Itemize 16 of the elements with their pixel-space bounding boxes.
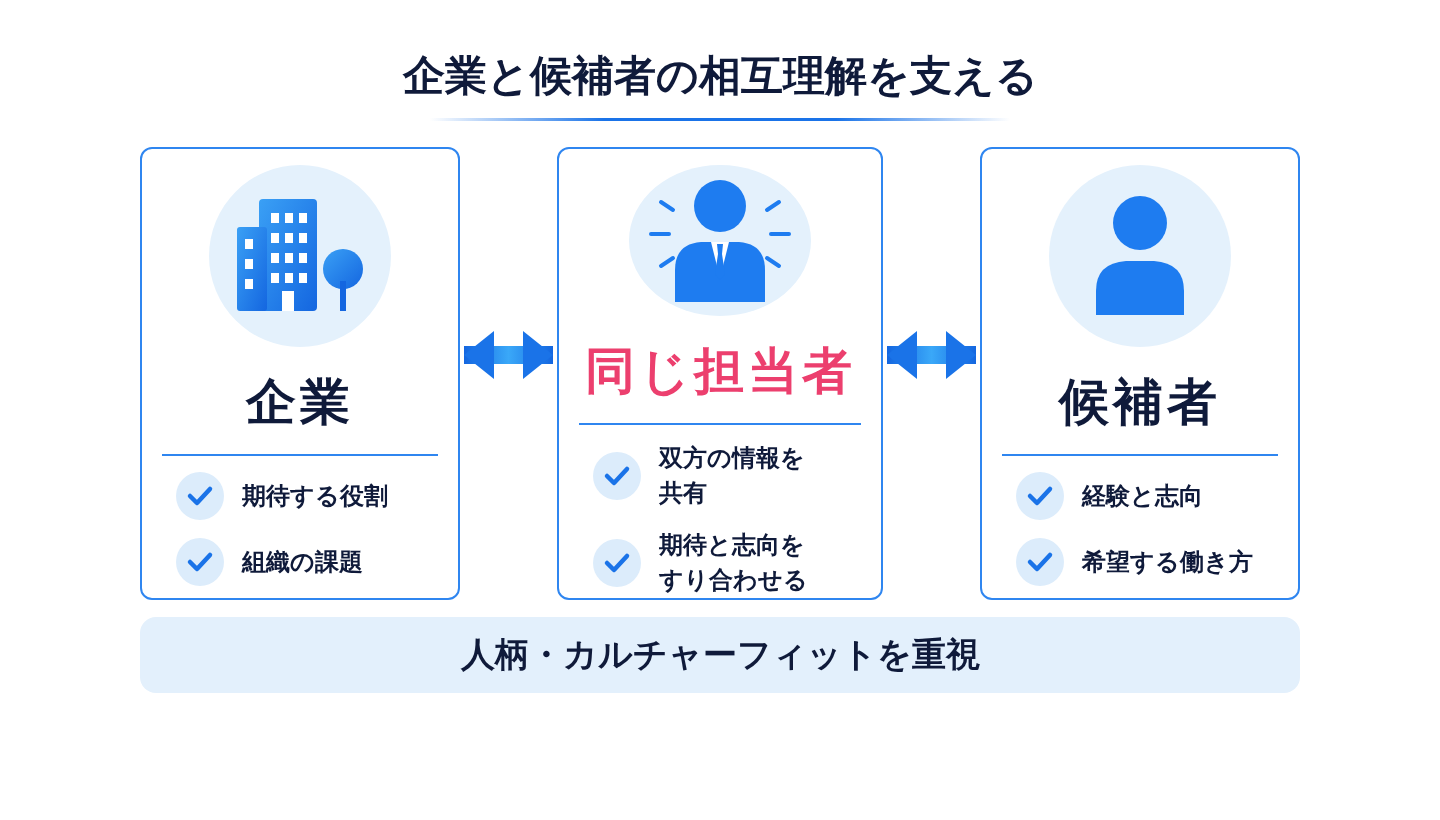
info-card: [980, 147, 1300, 600]
title: 企業と候補者の相互理解を支える: [401, 50, 1039, 102]
double-arrow: [464, 331, 553, 379]
info-card: [557, 147, 883, 600]
checklist-text: 組織の課題: [242, 546, 363, 578]
checklist-text: 希望する働き方: [1082, 546, 1253, 578]
double-arrow: [887, 331, 976, 379]
checklist-text: 経験と志向: [1082, 480, 1203, 512]
checklist-text: 期待する役割: [242, 480, 388, 512]
highlight-banner: 人柄・カルチャーフィットを重視: [140, 617, 1300, 693]
card-heading: 企業: [246, 372, 354, 433]
info-card: [140, 147, 460, 600]
card-heading: 候補者: [1059, 372, 1221, 433]
checklist-text: 期待と志向をすり合わせる: [659, 530, 809, 597]
card-heading: 同じ担当者: [584, 341, 856, 403]
checklist-text: 双方の情報を共有: [659, 442, 806, 509]
